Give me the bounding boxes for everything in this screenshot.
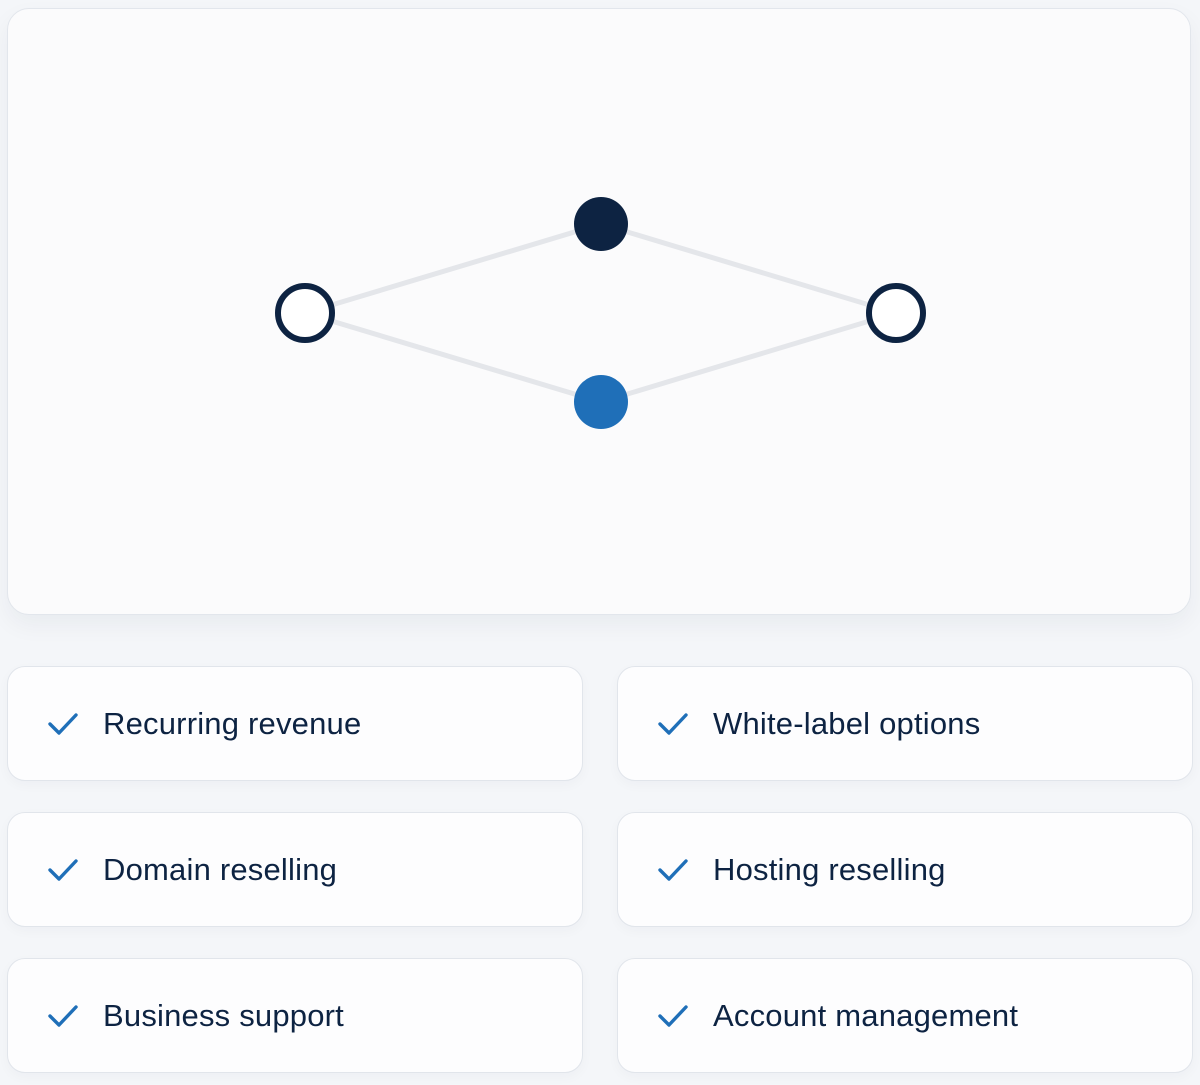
feature-card-domain-reselling: Domain reselling bbox=[7, 812, 583, 927]
node-left bbox=[275, 283, 335, 343]
feature-label: Business support bbox=[103, 997, 344, 1033]
feature-label: White-label options bbox=[713, 705, 981, 741]
node-bottom bbox=[574, 375, 628, 429]
network-diagram-card bbox=[7, 8, 1191, 615]
edge-left-top bbox=[302, 221, 604, 316]
check-icon bbox=[656, 707, 690, 741]
feature-label: Account management bbox=[713, 997, 1019, 1033]
feature-card-recurring-revenue: Recurring revenue bbox=[7, 666, 583, 781]
feature-label: Domain reselling bbox=[103, 851, 338, 887]
feature-label: Recurring revenue bbox=[103, 705, 362, 741]
feature-label: Hosting reselling bbox=[713, 851, 946, 887]
edge-left-bottom bbox=[302, 310, 604, 405]
check-icon bbox=[656, 853, 690, 887]
check-icon bbox=[656, 999, 690, 1033]
feature-card-business-support: Business support bbox=[7, 958, 583, 1073]
edge-top-right bbox=[598, 221, 899, 316]
check-icon bbox=[46, 999, 80, 1033]
network-diagram bbox=[275, 197, 926, 429]
edge-bottom-right bbox=[598, 310, 899, 405]
feature-card-white-label-options: White-label options bbox=[617, 666, 1193, 781]
check-icon bbox=[46, 853, 80, 887]
node-top bbox=[574, 197, 628, 251]
feature-card-hosting-reselling: Hosting reselling bbox=[617, 812, 1193, 927]
node-right bbox=[866, 283, 926, 343]
check-icon bbox=[46, 707, 80, 741]
feature-list: Recurring revenue White-label options Do… bbox=[7, 666, 1193, 1073]
feature-card-account-management: Account management bbox=[617, 958, 1193, 1073]
